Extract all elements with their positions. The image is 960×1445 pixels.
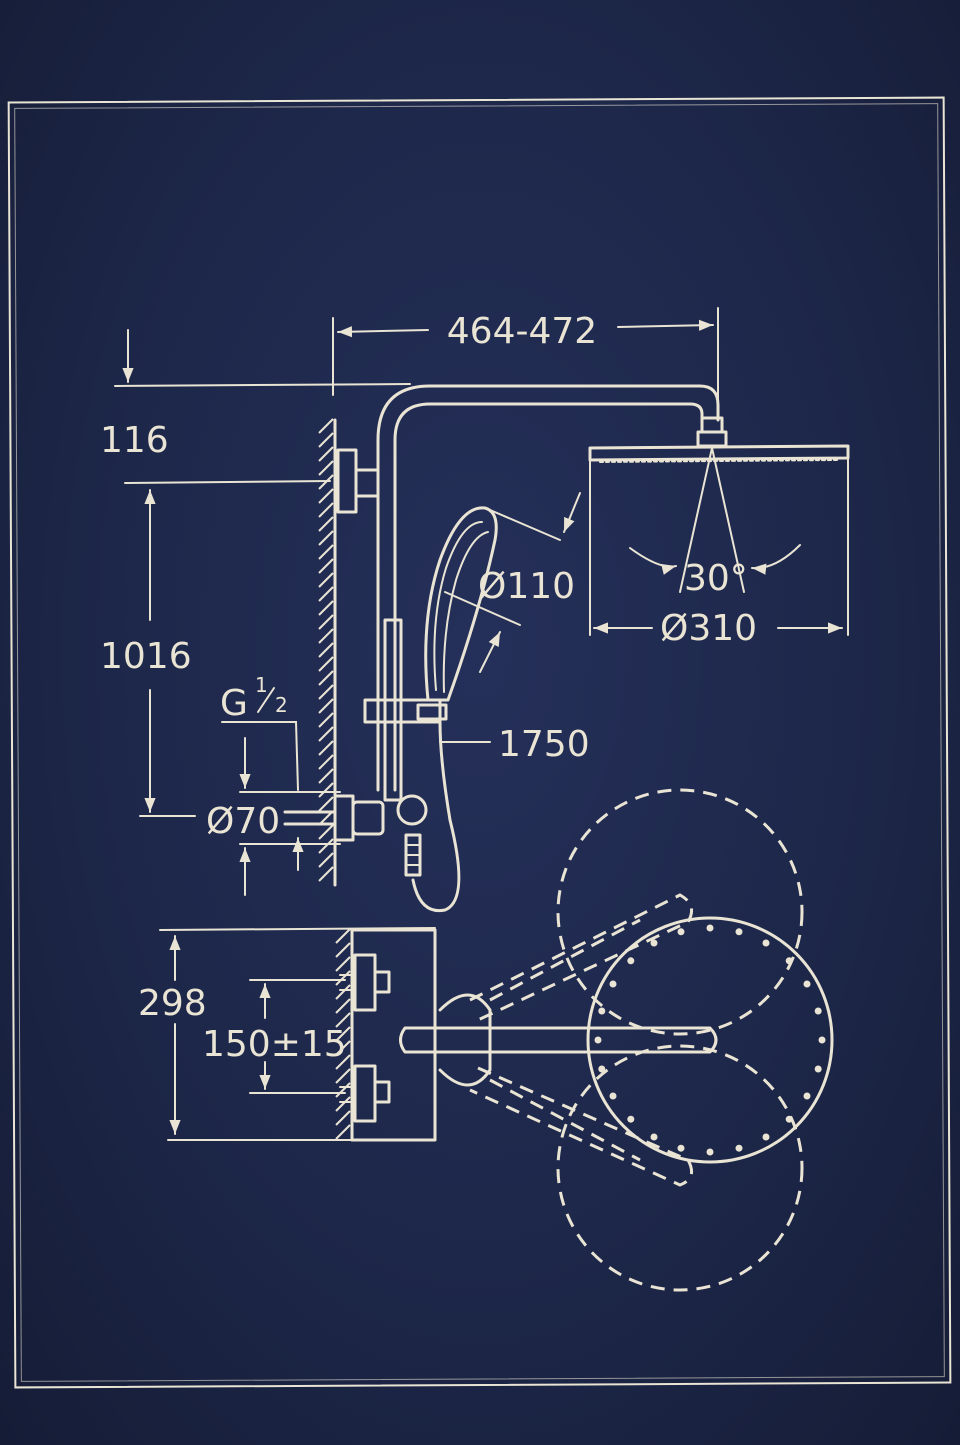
- shower-column: [336, 384, 720, 913]
- wall-lower: [335, 928, 354, 1142]
- dim-rail-height: 1016: [100, 489, 196, 817]
- dim-flange: Ø70: [206, 791, 385, 845]
- arm-length-label: 464-472: [447, 311, 597, 352]
- dim-arm-length: 464-472: [332, 307, 719, 401]
- head-diameter-label: Ø310: [660, 608, 757, 649]
- head-top-view: [586, 916, 834, 1164]
- dim-thread: G 1 2: [220, 673, 304, 896]
- thread-fraction-den: 2: [275, 693, 288, 717]
- dim-inlet-spacing: 150±15: [202, 979, 347, 1094]
- hose-length-label: 1750: [498, 724, 590, 765]
- arm-drop-label: 116: [100, 420, 169, 461]
- drawing-frame: [7, 96, 952, 1389]
- head-shower: 30° Ø310: [588, 416, 850, 649]
- dim-mixer-height: 298: [138, 935, 207, 1135]
- wall-upper: [318, 418, 337, 887]
- drawing-frame-inner: [14, 103, 945, 1382]
- dim-arm-drop: 116: [100, 329, 411, 484]
- thread-label: G: [220, 683, 248, 724]
- mixer-height-label: 298: [138, 983, 207, 1024]
- swivel-range: [469, 788, 804, 1292]
- dim-hose-length: 1750: [439, 724, 590, 765]
- flange-label: Ø70: [206, 801, 280, 842]
- inlet-spacing-label: 150±15: [202, 1024, 347, 1065]
- hand-shower-diameter-label: Ø110: [478, 566, 575, 607]
- hand-shower: Ø110: [424, 492, 581, 702]
- rail-height-label: 1016: [100, 636, 192, 677]
- mixer-side-view: [159, 927, 718, 1142]
- spray-angle-label: 30°: [684, 558, 748, 599]
- thread-fraction-num: 1: [255, 673, 268, 697]
